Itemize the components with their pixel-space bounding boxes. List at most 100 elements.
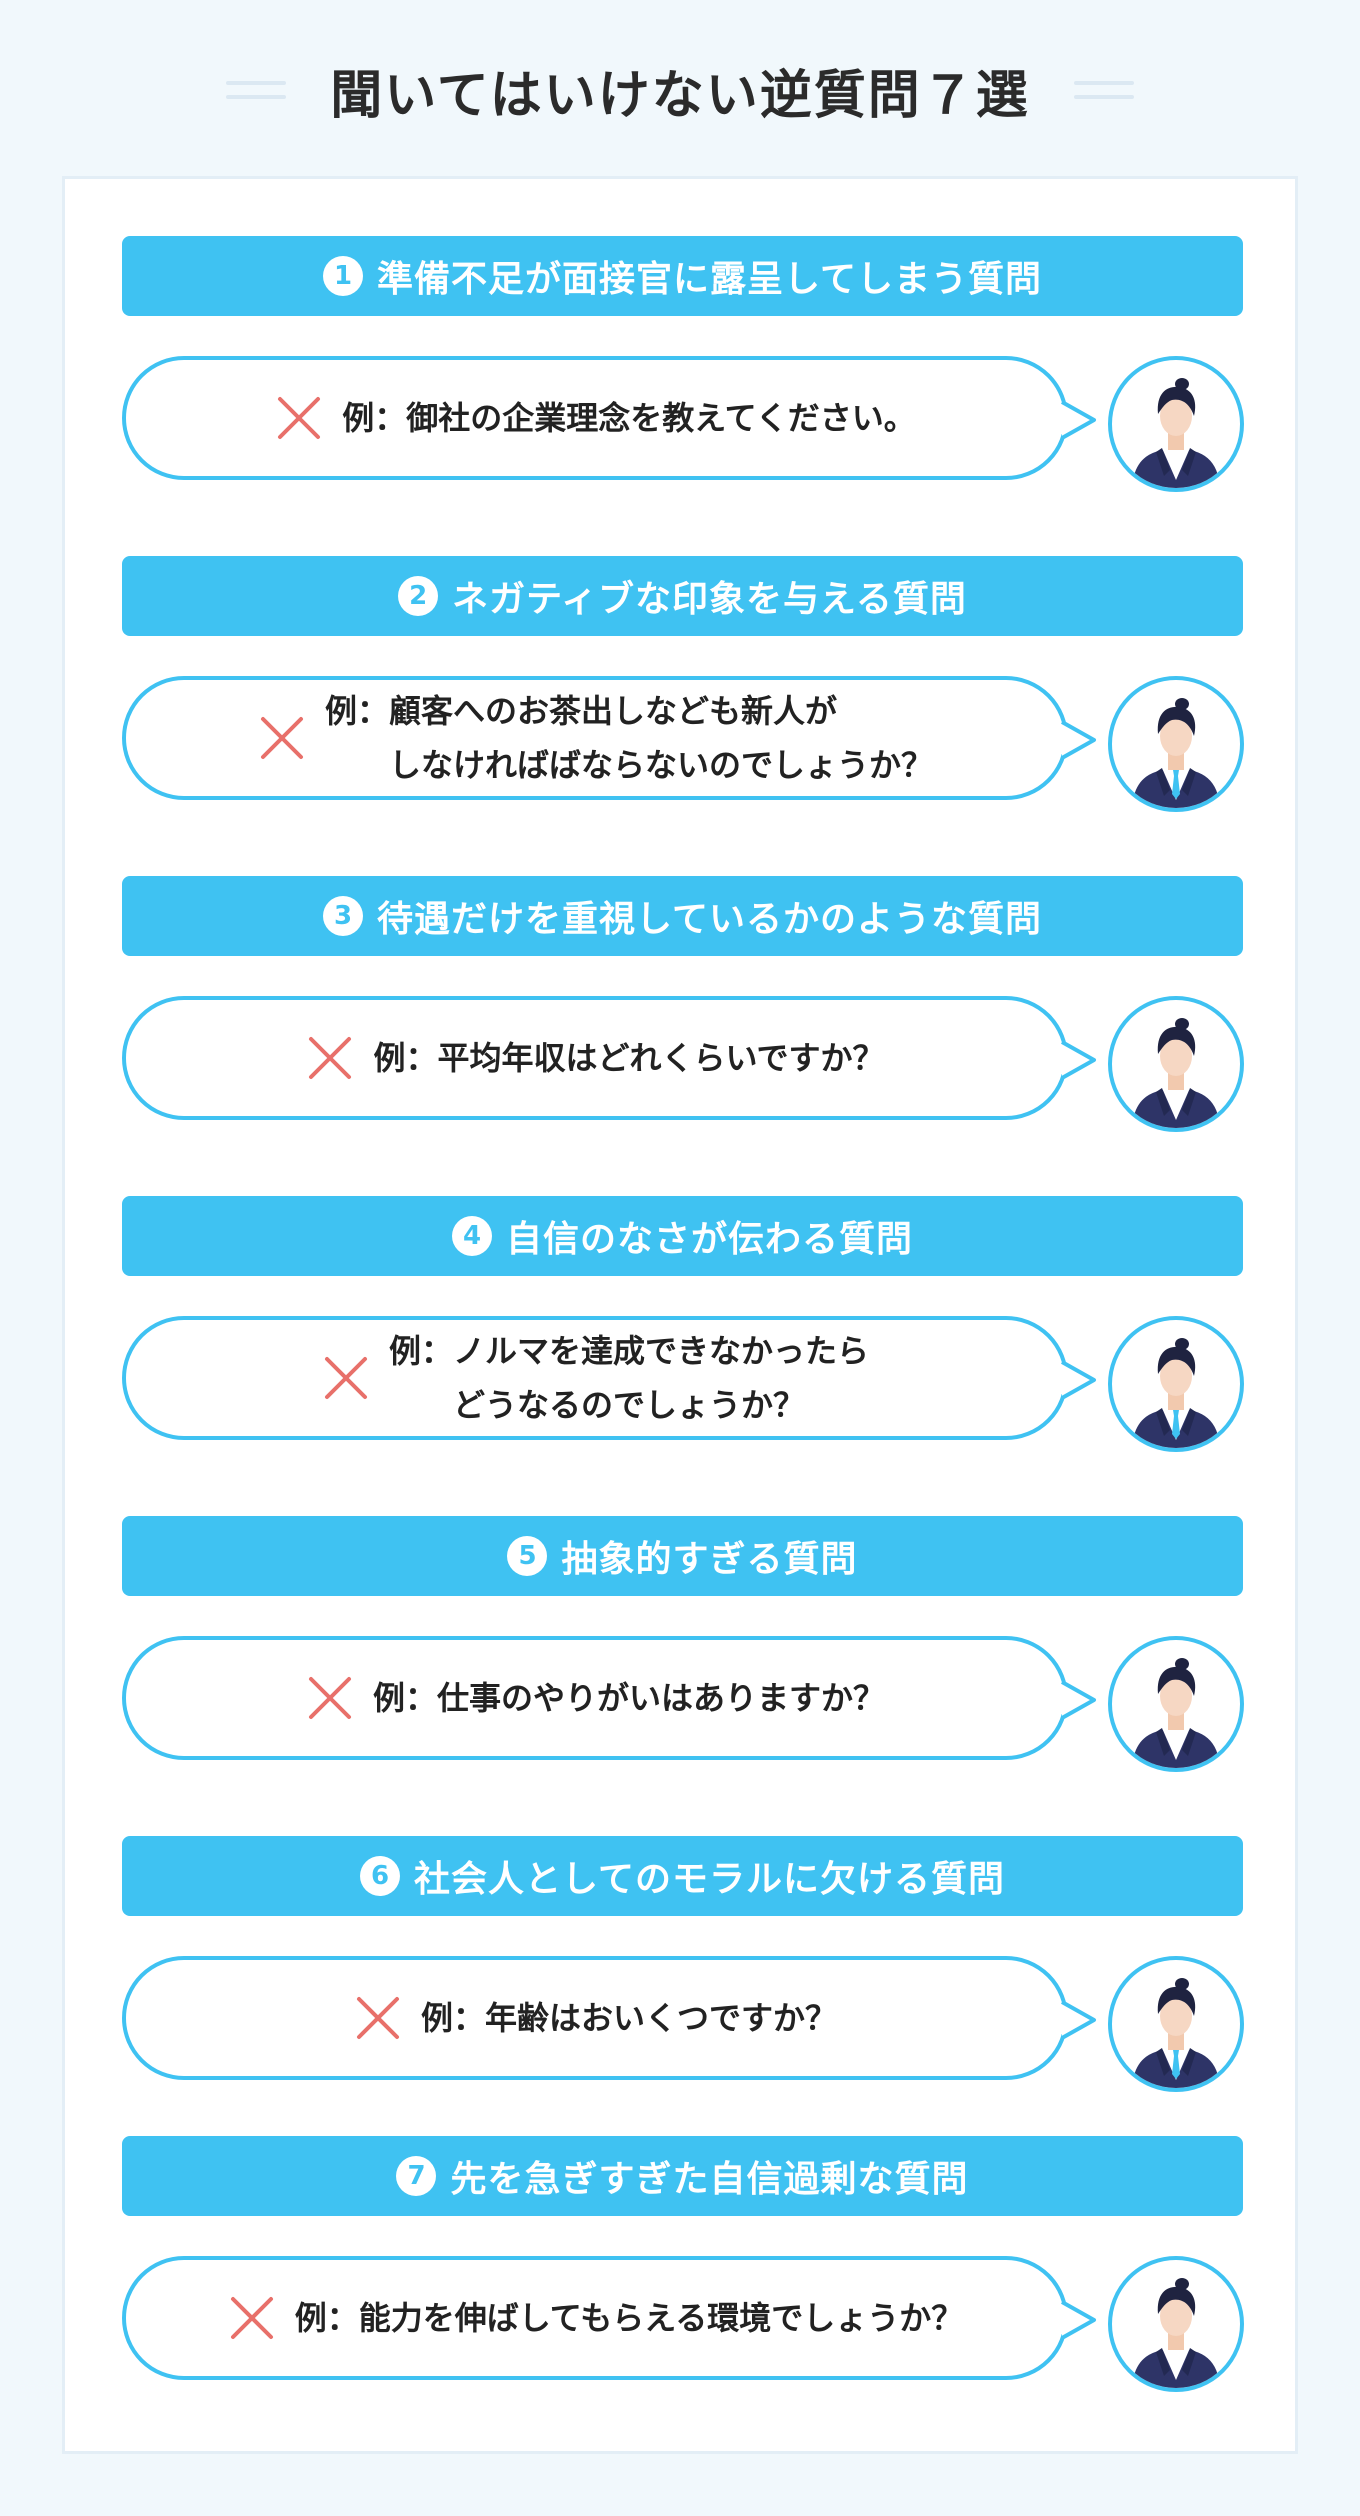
example-prefix: 例： <box>420 1999 485 2037</box>
bubble-tail <box>1058 720 1096 760</box>
speech-bubble: 例： 能力を伸ばしてもらえる環境でしょうか？ <box>122 2256 1068 2380</box>
businessperson-icon <box>1132 378 1220 488</box>
bubble-tail <box>1058 2000 1096 2040</box>
interviewer-avatar <box>1108 996 1244 1132</box>
speech-bubble: 例： ノルマを達成できなかったらどうなるのでしょうか？ <box>122 1316 1068 1440</box>
section-header: 2 ネガティブな印象を与える質問 <box>122 556 1243 636</box>
section-header: 7 先を急ぎすぎた自信過剰な質問 <box>122 2136 1243 2216</box>
example-line: 仕事のやりがいはありますか？ <box>437 1679 886 1717</box>
example-prefix: 例： <box>342 399 407 437</box>
interviewer-avatar <box>1108 2256 1244 2392</box>
example-prefix: 例： <box>294 2299 359 2337</box>
example-row: 例： 仕事のやりがいはありますか？ <box>122 1636 1244 1776</box>
example-prefix: 例： <box>388 1332 453 1370</box>
section-number-badge: 6 <box>360 1856 401 1896</box>
businessperson-icon <box>1132 1338 1220 1448</box>
businessperson-icon <box>1132 2278 1220 2388</box>
interviewer-avatar <box>1108 1636 1244 1772</box>
example-line: 顧客へのお茶出しなども新人が <box>389 692 838 730</box>
example-lines: ノルマを達成できなかったらどうなるのでしょうか？ <box>453 1324 869 1432</box>
interviewer-avatar <box>1108 356 1244 492</box>
example-prefix: 例： <box>373 1039 438 1077</box>
section-number-badge: 7 <box>396 2156 437 2196</box>
cross-mark-icon <box>309 1037 352 1079</box>
cross-mark-icon <box>308 1677 351 1719</box>
example-row: 例： 顧客へのお茶出しなども新人がしなければばならないのでしょうか？ <box>122 676 1244 816</box>
bubble-tail <box>1058 400 1096 440</box>
example-line: 平均年収はどれくらいですか？ <box>437 1039 885 1077</box>
example-question: 例： ノルマを達成できなかったらどうなるのでしょうか？ <box>389 1324 869 1432</box>
section-title: 準備不足が面接官に露呈してしまう質問 <box>377 259 1042 300</box>
bubble-content: 例： 仕事のやりがいはありますか？ <box>305 1671 885 1725</box>
section-header: 5 抽象的すぎる質問 <box>122 1516 1243 1596</box>
cross-mark-icon <box>278 397 321 439</box>
businessperson-icon <box>1132 1018 1220 1128</box>
speech-bubble: 例： 顧客へのお茶出しなども新人がしなければばならないのでしょうか？ <box>122 676 1068 800</box>
bubble-content: 例： 能力を伸ばしてもらえる環境でしょうか？ <box>227 2291 964 2345</box>
bubble-content: 例： 年齢はおいくつですか？ <box>353 1991 837 2045</box>
speech-bubble: 例： 御社の企業理念を教えてください。 <box>122 356 1068 480</box>
cross-mark-icon <box>230 2297 273 2339</box>
section-number-badge: 2 <box>398 576 439 616</box>
example-line: 能力を伸ばしてもらえる環境でしょうか？ <box>358 2299 964 2337</box>
speech-bubble: 例： 年齢はおいくつですか？ <box>122 1956 1068 2080</box>
section-number-badge: 1 <box>323 256 364 296</box>
example-question: 例： 仕事のやりがいはありますか？ <box>373 1671 885 1725</box>
title-decoration-left <box>226 81 287 99</box>
example-lines: 能力を伸ばしてもらえる環境でしょうか？ <box>359 2291 963 2345</box>
businessperson-icon <box>1132 1658 1220 1768</box>
bubble-content: 例： 顧客へのお茶出しなども新人がしなければばならないのでしょうか？ <box>257 684 933 792</box>
example-line: 御社の企業理念を教えてください。 <box>406 399 916 437</box>
section-number-badge: 3 <box>323 896 364 936</box>
interviewer-avatar <box>1108 1316 1244 1452</box>
example-lines: 御社の企業理念を教えてください。 <box>406 391 915 445</box>
page-header: 聞いてはいけない逆質問７選 <box>0 40 1360 140</box>
example-line: どうなるのでしょうか？ <box>453 1386 806 1424</box>
section-header: 6 社会人としてのモラルに欠ける質問 <box>122 1836 1243 1916</box>
example-question: 例： 能力を伸ばしてもらえる環境でしょうか？ <box>295 2291 964 2345</box>
bubble-tail <box>1058 1360 1096 1400</box>
bubble-content: 例： ノルマを達成できなかったらどうなるのでしょうか？ <box>321 1324 869 1432</box>
section-title: 待遇だけを重視しているかのような質問 <box>377 899 1042 940</box>
interviewer-avatar <box>1108 1956 1244 2092</box>
example-line: しなければばならないのでしょうか？ <box>389 746 934 784</box>
section-number-badge: 4 <box>451 1216 492 1256</box>
bubble-tail <box>1058 1680 1096 1720</box>
example-prefix: 例： <box>324 692 389 730</box>
businessperson-icon <box>1132 1978 1220 2088</box>
speech-bubble: 例： 平均年収はどれくらいですか？ <box>122 996 1068 1120</box>
example-row: 例： 御社の企業理念を教えてください。 <box>122 356 1244 496</box>
section-header: 1 準備不足が面接官に露呈してしまう質問 <box>122 236 1243 316</box>
cross-mark-icon <box>260 717 303 759</box>
page-title: 聞いてはいけない逆質問７選 <box>330 65 1030 126</box>
bubble-content: 例： 平均年収はどれくらいですか？ <box>305 1031 885 1085</box>
cross-mark-icon <box>324 1357 367 1399</box>
example-line: ノルマを達成できなかったら <box>453 1332 870 1370</box>
example-row: 例： ノルマを達成できなかったらどうなるのでしょうか？ <box>122 1316 1244 1456</box>
speech-bubble: 例： 仕事のやりがいはありますか？ <box>122 1636 1068 1760</box>
title-decoration-right <box>1073 81 1134 99</box>
example-row: 例： 平均年収はどれくらいですか？ <box>122 996 1244 1136</box>
example-question: 例： 年齢はおいくつですか？ <box>421 1991 837 2045</box>
example-question: 例： 平均年収はどれくらいですか？ <box>373 1031 884 1085</box>
businessperson-icon <box>1132 698 1220 808</box>
interviewer-avatar <box>1108 676 1244 812</box>
section-header: 4 自信のなさが伝わる質問 <box>122 1196 1243 1276</box>
questions-panel: 1 準備不足が面接官に露呈してしまう質問 例： 御社の企業理念を教えてください。 <box>62 176 1298 2454</box>
section-title: ネガティブな印象を与える質問 <box>452 579 967 620</box>
section-header: 3 待遇だけを重視しているかのような質問 <box>122 876 1243 956</box>
example-lines: 顧客へのお茶出しなども新人がしなければばならないのでしょうか？ <box>389 684 933 792</box>
bubble-tail <box>1058 2300 1096 2340</box>
example-question: 例： 顧客へのお茶出しなども新人がしなければばならないのでしょうか？ <box>325 684 933 792</box>
section-number-badge: 5 <box>507 1536 548 1576</box>
example-lines: 平均年収はどれくらいですか？ <box>437 1031 884 1085</box>
example-line: 年齢はおいくつですか？ <box>485 1999 838 2037</box>
cross-mark-icon <box>356 1997 399 2039</box>
bubble-content: 例： 御社の企業理念を教えてください。 <box>274 391 916 445</box>
section-title: 社会人としてのモラルに欠ける質問 <box>414 1859 1005 1900</box>
section-title: 先を急ぎすぎた自信過剰な質問 <box>450 2159 969 2200</box>
example-lines: 年齢はおいくつですか？ <box>485 1991 837 2045</box>
example-question: 例： 御社の企業理念を教えてください。 <box>342 391 915 445</box>
section-title: 抽象的すぎる質問 <box>561 1539 858 1580</box>
section-title: 自信のなさが伝わる質問 <box>505 1219 913 1260</box>
